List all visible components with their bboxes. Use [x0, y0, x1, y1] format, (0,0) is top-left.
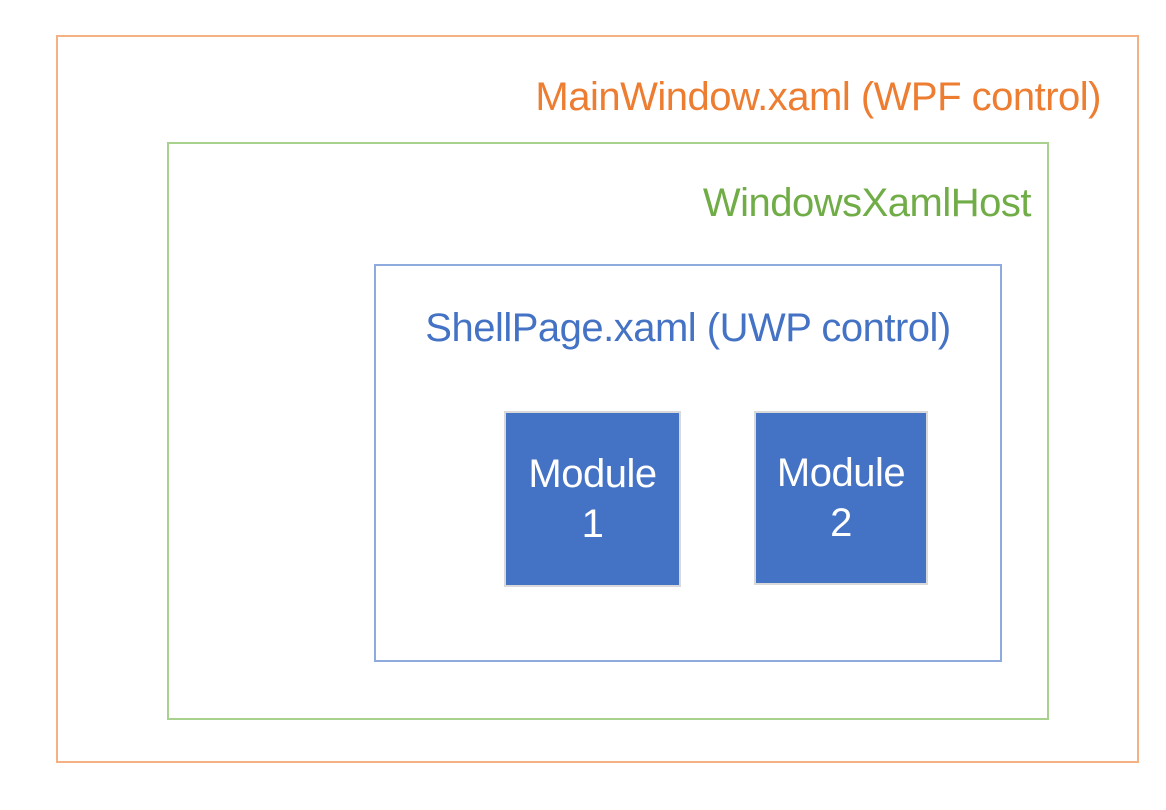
shellpage-uwp-label: ShellPage.xaml (UWP control): [425, 306, 951, 350]
windowsxamlhost-label: WindowsXamlHost: [702, 181, 1032, 225]
module-1-box: Module 1: [504, 411, 681, 587]
module-1-label-line2: 1: [581, 502, 604, 546]
module-2-label-line2: 2: [830, 501, 852, 545]
mainwindow-wpf-label: MainWindow.xaml (WPF control): [535, 75, 1101, 119]
module-2-box: Module 2: [754, 411, 928, 585]
mainwindow-wpf-box: MainWindow.xaml (WPF control) WindowsXam…: [56, 35, 1139, 763]
windowsxamlhost-box: WindowsXamlHost ShellPage.xaml (UWP cont…: [167, 142, 1049, 720]
module-1-label-line1: Module: [528, 452, 657, 496]
shellpage-uwp-box: ShellPage.xaml (UWP control) Module 1 Mo…: [374, 264, 1002, 662]
module-2-label-line1: Module: [776, 451, 906, 495]
